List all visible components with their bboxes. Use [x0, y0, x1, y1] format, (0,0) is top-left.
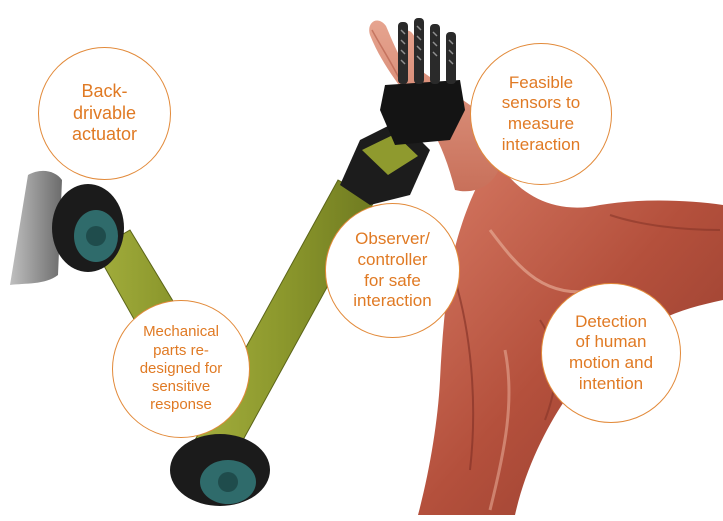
bubble-observer: Observer/ controller for safe interactio… — [325, 203, 460, 338]
bubble-detection-label: Detection of human motion and intention — [569, 312, 653, 395]
bubble-sensors: Feasible sensors to measure interaction — [470, 43, 612, 185]
bubble-observer-label: Observer/ controller for safe interactio… — [353, 229, 431, 312]
bubble-actuator-label: Back- drivable actuator — [72, 81, 137, 147]
bubble-mechanical: Mechanical parts re- designed for sensit… — [112, 300, 250, 438]
bubble-mechanical-label: Mechanical parts re- designed for sensit… — [140, 323, 223, 414]
bubble-actuator: Back- drivable actuator — [38, 47, 171, 180]
bubble-detection: Detection of human motion and intention — [541, 283, 681, 423]
bubble-sensors-label: Feasible sensors to measure interaction — [502, 73, 580, 156]
